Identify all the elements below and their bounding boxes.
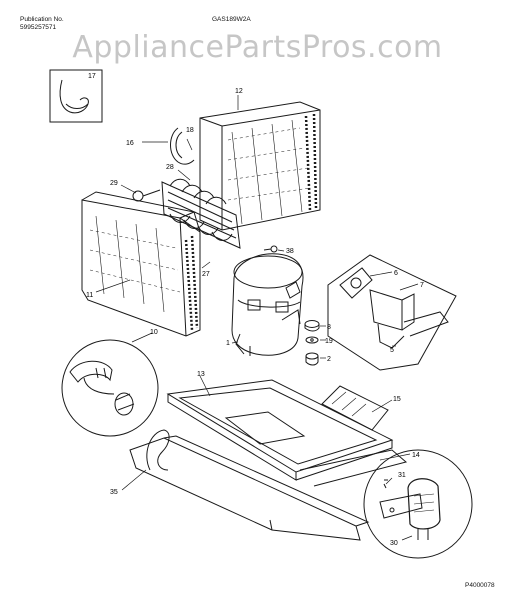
callout-11: 11 [86,292,93,299]
part-15-bracket[interactable] [321,385,389,431]
part-35-tubing[interactable] [146,429,170,471]
publication-label: Publication No. [20,16,64,23]
callout-12: 12 [235,88,243,95]
part-14-base-rail[interactable] [129,435,408,541]
callout-7: 7 [420,282,424,289]
part-38-grommet[interactable] [263,245,278,253]
part-1-compressor[interactable] [231,253,304,356]
callout-29: 29 [110,180,118,187]
callout-6: 6 [394,270,398,277]
publication-number: 5995257571 [20,24,57,31]
model-number: GAS189W2A [212,16,251,23]
callout-30: 30 [390,540,398,547]
callout-31: 31 [398,472,406,479]
callout-19: 19 [325,338,333,345]
part-19-washer[interactable] [305,336,319,344]
callout-labels: 17 12 18 16 28 29 11 27 38 6 7 8 19 1 2 … [86,73,424,547]
part-30-31-motor-inset[interactable] [363,449,473,559]
callout-17: 17 [88,73,96,80]
part-8-nut[interactable] [304,320,320,332]
callout-14: 14 [412,452,420,459]
part-13-basepan[interactable] [166,379,394,481]
callout-15: 15 [393,396,401,403]
callout-18: 18 [186,127,194,134]
part-10-capacitor-inset[interactable] [61,339,159,437]
callout-38: 38 [286,248,294,255]
callout-13: 13 [197,371,205,378]
callout-8: 8 [327,324,331,331]
part-12-evaporator-coil[interactable] [199,101,321,231]
part-2-grommet[interactable] [305,352,319,366]
callout-27: 27 [202,271,210,278]
callout-1: 1 [226,340,230,347]
part-29-screw[interactable] [132,189,161,202]
page-code: P4000078 [465,582,495,589]
callout-16: 16 [126,140,134,147]
part-6-7-5-inset[interactable] [327,254,457,371]
callout-2: 2 [327,356,331,363]
callout-28: 28 [166,164,174,171]
callout-5: 5 [390,347,394,354]
part-28-tubing-assembly[interactable] [161,178,241,249]
callout-10: 10 [150,329,158,336]
part-11-condenser-coil[interactable] [81,191,201,337]
leader-lines [95,95,419,541]
part-17-inset[interactable] [49,69,103,123]
part-18-tube[interactable] [170,127,195,165]
callout-35: 35 [110,489,118,496]
